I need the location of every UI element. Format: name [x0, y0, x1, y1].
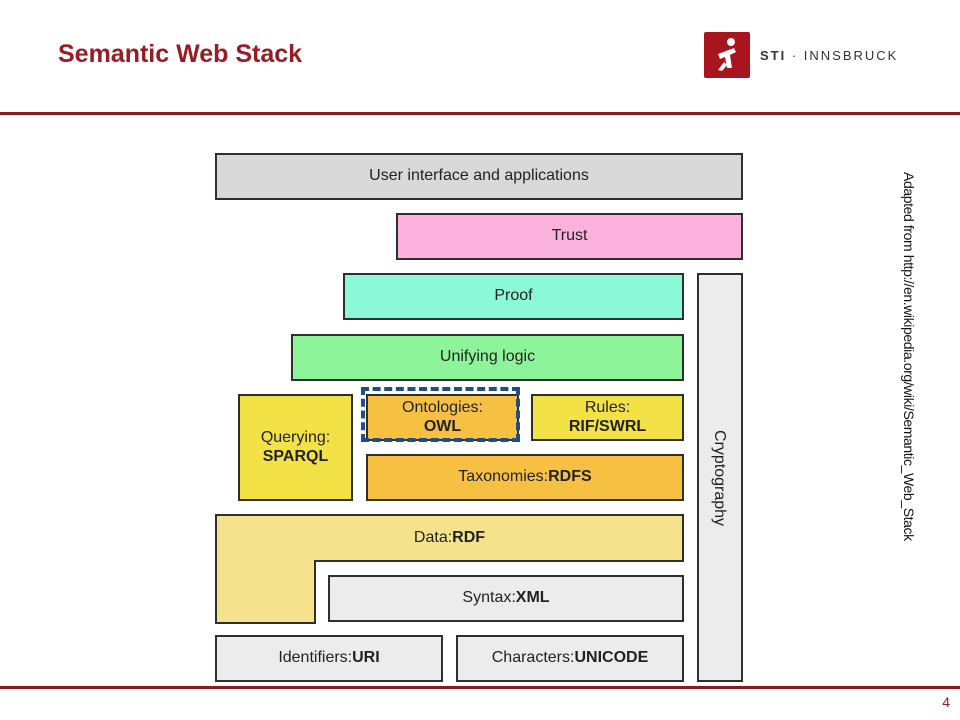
layer-querying-bold: SPARQL — [262, 447, 329, 465]
layer-ontologies-bold: OWL — [423, 417, 462, 435]
layer-data-label: Data: — [413, 529, 453, 546]
layer-ontologies-label: Ontologies: — [402, 399, 483, 417]
layer-characters-bold: UNICODE — [574, 649, 649, 667]
sti-innsbruck-logo: STI · INNSBRUCK — [704, 32, 898, 78]
layer-identifiers-label: Identifiers: — [278, 649, 353, 667]
source-attribution: Adapted from http://en.wikipedia.org/wik… — [901, 172, 917, 541]
ontologies-highlight-box — [361, 387, 520, 442]
slide-title: Semantic Web Stack — [58, 40, 303, 68]
layer-syntax-label: Syntax: — [462, 589, 516, 607]
layer-taxonomies-bold: RDFS — [548, 468, 592, 486]
layer-data-bold: RDF — [452, 529, 486, 546]
layer-identifiers-bold: URI — [352, 649, 380, 667]
layer-cryptography-label: Cryptography — [711, 429, 728, 527]
layer-unifying-logic: Unifying logic — [291, 334, 684, 381]
layer-cryptography — [697, 273, 743, 682]
header-divider — [0, 112, 960, 115]
layer-taxonomies-label: Taxonomies: — [458, 468, 549, 486]
layer-syntax-bold: XML — [515, 589, 550, 607]
layer-trust-label: Trust — [551, 227, 588, 245]
layer-trust: Trust — [396, 213, 743, 260]
layer-syntax: Syntax: XML — [328, 575, 684, 622]
logo-brand-bold: STI — [760, 47, 787, 63]
layer-proof: Proof — [343, 273, 684, 320]
layer-rules-bold: RIF/SWRL — [568, 417, 647, 435]
sti-logo-mark-icon — [704, 32, 750, 78]
logo-brand-rest: · INNSBRUCK — [786, 47, 899, 63]
layer-user-interface: User interface and applications — [215, 153, 743, 200]
layer-identifiers: Identifiers: URI — [215, 635, 443, 682]
layer-ontologies: Ontologies: OWL — [366, 394, 519, 441]
footer-divider — [0, 686, 960, 689]
layer-characters: Characters: UNICODE — [456, 635, 684, 682]
layer-rules-label: Rules: — [584, 399, 631, 417]
layer-proof-label: Proof — [494, 287, 533, 305]
layer-querying-label: Querying: — [260, 429, 331, 447]
layer-taxonomies: Taxonomies: RDFS — [366, 454, 684, 501]
layer-querying: Querying: SPARQL — [238, 394, 353, 501]
logo-wordmark: STI · INNSBRUCK — [760, 48, 898, 63]
layer-rules: Rules: RIF/SWRL — [531, 394, 684, 441]
page-number: 4 — [942, 694, 950, 710]
layer-data: Data: RDF — [216, 515, 683, 561]
layer-characters-label: Characters: — [491, 649, 575, 667]
layer-unifying-logic-label: Unifying logic — [439, 348, 536, 366]
layer-user-interface-label: User interface and applications — [369, 167, 589, 185]
